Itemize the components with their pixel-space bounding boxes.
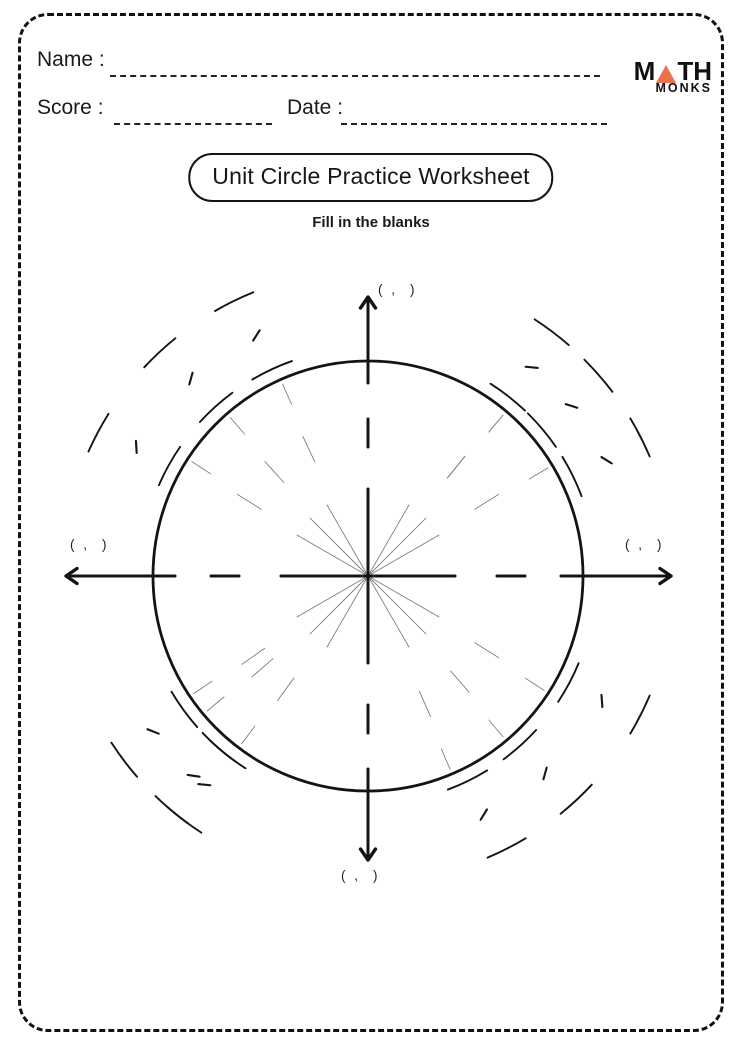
comma-mark: [197, 783, 212, 787]
angle-spoke: [370, 577, 440, 618]
answer-blank-arc-outer: [87, 412, 110, 453]
angle-spoke: [296, 577, 366, 618]
answer-blank-arc-inner: [561, 455, 583, 498]
angle-tick: [206, 696, 225, 712]
angle-tick: [282, 383, 292, 405]
name-label: Name :: [37, 48, 105, 71]
angle-tick: [302, 435, 316, 463]
angle-tick: [191, 461, 211, 475]
angle-tick: [441, 748, 451, 770]
answer-blank-arc-outer: [214, 291, 255, 312]
page-dashed-border: [18, 13, 724, 1032]
logo-triangle-icon: [656, 65, 677, 83]
answer-blank-arc-outer: [629, 417, 651, 458]
angle-tick: [277, 677, 295, 702]
answer-blank-arc-outer: [583, 358, 614, 393]
answer-blank-arc-inner: [198, 391, 234, 423]
angle-tick: [264, 461, 285, 483]
angle-spoke: [369, 577, 427, 635]
comma-mark: [564, 403, 579, 409]
angle-tick: [241, 725, 256, 745]
answer-blank-arc-inner: [446, 769, 489, 791]
angle-tick: [418, 690, 432, 718]
date-blank-line: [341, 101, 607, 125]
name-blank-line: [110, 53, 600, 77]
angle-spoke: [369, 504, 410, 574]
comma-mark: [134, 439, 138, 455]
coordinate-blank-top: ( , ): [378, 282, 417, 297]
comma-mark: [600, 456, 613, 465]
angle-spoke: [296, 534, 366, 575]
answer-blank-arc-inner: [502, 729, 538, 761]
answer-blank-arc-inner: [251, 360, 293, 381]
comma-mark: [600, 693, 604, 709]
angle-tick: [446, 455, 466, 479]
answer-blank-arc-outer: [143, 337, 177, 369]
angle-spoke: [326, 504, 367, 574]
angle-spoke: [309, 577, 367, 635]
angle-spoke: [370, 534, 440, 575]
angle-tick: [488, 414, 504, 433]
comma-mark: [542, 766, 548, 781]
worksheet-title: Unit Circle Practice Worksheet: [188, 153, 554, 202]
answer-blank-arc-inner: [157, 445, 182, 487]
angle-tick: [236, 493, 262, 510]
angle-spoke: [309, 517, 367, 575]
coordinate-blank-bottom: ( , ): [341, 868, 380, 883]
answer-blank-arc-outer: [629, 694, 651, 735]
angle-tick: [488, 719, 504, 738]
angle-tick: [474, 642, 500, 659]
coordinate-blank-right: ( , ): [625, 537, 664, 552]
angle-tick: [528, 467, 549, 480]
angle-spoke: [326, 578, 367, 648]
comma-mark: [252, 329, 261, 342]
arrow-head-left: [64, 566, 79, 586]
answer-blank-arc-inner: [557, 662, 580, 703]
answer-blank-arc-outer: [486, 837, 527, 859]
logo-letters-th: TH: [677, 56, 712, 86]
logo-top-row: M TH: [634, 58, 712, 84]
answer-blank-arc-inner: [526, 412, 557, 448]
comma-mark: [146, 728, 160, 735]
date-label: Date :: [287, 96, 344, 119]
answer-blank-arc-inner: [170, 690, 199, 729]
comma-mark: [186, 773, 201, 778]
arrow-head-right: [658, 566, 673, 586]
answer-blank-arc-outer: [533, 318, 570, 347]
instruction-text: Fill in the blanks: [312, 214, 430, 231]
angle-tick: [251, 658, 274, 678]
angle-tick: [474, 493, 500, 510]
answer-blank-arc-inner: [489, 382, 526, 412]
logo-letter-m: M: [633, 56, 656, 86]
angle-tick: [241, 647, 266, 665]
comma-mark: [188, 371, 194, 386]
angle-spoke: [369, 578, 410, 648]
comma-mark: [524, 365, 539, 369]
angle-tick: [450, 670, 470, 693]
answer-blank-arc-outer: [110, 741, 139, 778]
answer-blank-arc-inner: [210, 740, 247, 770]
logo-monks-text: MONKS: [655, 81, 712, 95]
angle-tick: [193, 680, 213, 694]
arrow-head-down: [358, 847, 378, 862]
arrow-head-up: [358, 295, 378, 310]
angle-tick: [229, 417, 246, 435]
coordinate-blank-left: ( , ): [70, 537, 109, 552]
math-monks-logo: M TH MONKS: [634, 58, 712, 95]
comma-mark: [479, 808, 488, 821]
score-label: Score :: [37, 96, 104, 119]
angle-spoke: [369, 517, 427, 575]
angle-tick: [525, 677, 545, 691]
answer-blank-arc-outer: [559, 783, 593, 815]
score-blank-line: [114, 101, 272, 125]
answer-blank-arc-outer: [166, 805, 203, 834]
